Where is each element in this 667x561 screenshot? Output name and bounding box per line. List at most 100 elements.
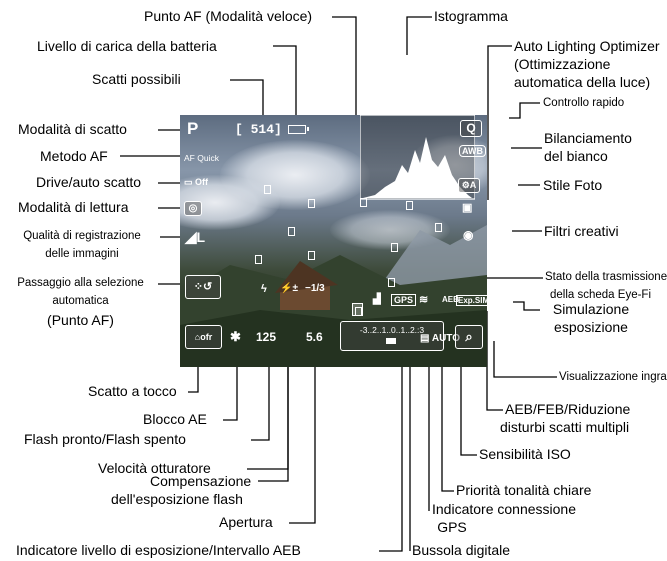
line-batteria [273, 45, 297, 124]
gps-indicator: GPS [391, 294, 417, 306]
label-aeb-2: disturbi scatti multipli [500, 419, 630, 435]
af-method: AF Quick [184, 153, 219, 163]
line-alo [487, 45, 512, 200]
flash-comp-icon: ⚡± [280, 283, 298, 294]
label-comp-1: Compensazione [150, 473, 252, 489]
quality-value: L [196, 229, 206, 245]
label-iso: Sensibilità ISO [479, 446, 571, 462]
magnify-button[interactable]: ⌕ [455, 325, 483, 349]
cloud-shape [180, 175, 280, 230]
label-comp-2: dell'esposizione flash [111, 491, 243, 507]
shutter-speed: 125 [256, 330, 277, 344]
label-passaggio-2: automatica [52, 295, 109, 307]
ae-lock-icon: ✱ [230, 329, 241, 344]
label-alo-3: automatica della luce) [514, 74, 651, 90]
line-apertura [289, 356, 316, 524]
landscape-art [180, 225, 487, 367]
battery-icon [288, 125, 309, 134]
label-bilanciamento-1: Bilanciamento [544, 130, 632, 146]
label-passaggio-1: Passaggio alla selezione [17, 277, 144, 289]
line-blocco-ae [223, 350, 238, 421]
digital-compass-icon: ▟ [373, 294, 381, 305]
label-ingrandita: Visualizzazione ingrandita [559, 371, 667, 383]
label-gps-1: Indicatore connessione [432, 501, 576, 517]
label-simulazione-2: esposizione [554, 319, 628, 335]
line-istogramma [406, 16, 432, 55]
label-batteria: Livello di carica della batteria [37, 38, 217, 54]
label-lettura: Modalità di lettura [18, 199, 129, 215]
flash-ready-icon: ϟ [261, 283, 267, 295]
camera-live-view: P [ 514] AF Quick ▭ Off ◎ ◢L ⁘↺ ⌂ofr ✱ 1… [180, 115, 487, 367]
quick-control-button[interactable]: Q [460, 120, 482, 137]
metering-icon: ◎ [184, 201, 202, 216]
line-aeb [486, 311, 503, 411]
shots-remaining: [ 514] [235, 122, 282, 137]
label-gps-2: GPS [437, 519, 467, 535]
label-eyefi-1: Stato della trasmissione [545, 271, 667, 283]
touch-shutter-button[interactable]: ⌂ofr [185, 325, 222, 349]
histogram [360, 115, 475, 200]
iso-value: ▤ AUTO [420, 333, 461, 344]
label-drive: Drive/auto scatto [36, 174, 142, 190]
aeb-indicator: AEB [442, 295, 459, 304]
af-point [360, 198, 367, 207]
line-controllo-rapido [509, 102, 540, 119]
line-scatti [230, 79, 264, 124]
line-iso [460, 345, 477, 456]
line-priorita [441, 345, 454, 492]
label-modalita-scatto: Modalità di scatto [18, 121, 127, 137]
af-selection-button[interactable]: ⁘↺ [185, 275, 221, 299]
exposure-level-scale: -3..2..1..0..1..2.:3 [340, 321, 444, 351]
label-aeb-1: AEB/FEB/Riduzione [505, 401, 631, 417]
exposure-sim: Exp.SIM [456, 295, 487, 306]
af-point [308, 199, 315, 208]
label-scatto-tocco: Scatto a tocco [88, 383, 177, 399]
flash-comp-value: −1/3 [305, 283, 325, 294]
label-priorita: Priorità tonalità chiare [456, 482, 592, 498]
label-bilanciamento-2: del bianco [544, 148, 608, 164]
shooting-mode: P [187, 119, 199, 138]
label-apertura: Apertura [219, 514, 273, 530]
white-balance: AWB [459, 145, 486, 157]
image-quality: ◢L [185, 229, 206, 246]
label-alo-1: Auto Lighting Optimizer [514, 38, 660, 54]
drive-self-timer-icon: ▭ Off [184, 177, 209, 187]
aperture-value: 5.6 [306, 330, 323, 344]
eyefi-icon: ≋ [419, 294, 429, 306]
label-livello: Indicatore livello di esposizione/Interv… [16, 542, 301, 558]
label-blocco-ae: Blocco AE [143, 411, 207, 427]
label-scatti: Scatti possibili [92, 71, 181, 87]
iso-auto: AUTO [431, 333, 461, 344]
label-metodo-af: Metodo AF [40, 148, 108, 164]
af-point [391, 243, 398, 252]
picture-style: ⚙A [458, 178, 480, 193]
label-eyefi-2: della scheda Eye-Fi [550, 289, 651, 301]
af-point [435, 223, 442, 232]
af-point [255, 255, 262, 264]
self-timer-off: Off [195, 177, 209, 187]
picture-style-value: A [469, 180, 477, 190]
label-alo-2: (Ottimizzazione [514, 56, 611, 72]
af-point [388, 278, 395, 287]
af-point [288, 227, 295, 236]
label-stile-foto: Stile Foto [543, 177, 603, 193]
label-qualita-1: Qualità di registrazione [23, 230, 141, 242]
label-filtri: Filtri creativi [544, 223, 619, 239]
line-ingrandita [493, 341, 557, 378]
af-point [264, 185, 271, 194]
label-simulazione-1: Simulazione [552, 301, 630, 317]
alo-icon: ▣ [462, 202, 473, 214]
line-velocita [247, 356, 289, 470]
label-bussola: Bussola digitale [412, 542, 511, 558]
label-istogramma: Istogramma [434, 8, 508, 24]
af-point [308, 251, 315, 260]
creative-filters-icon: ◉ [463, 228, 474, 242]
line-simulazione [513, 301, 540, 311]
label-qualita-2: delle immagini [45, 248, 119, 260]
af-point-active [352, 303, 363, 316]
af-point [406, 201, 413, 210]
line-livello [379, 356, 403, 552]
label-velocita: Velocità otturatore [98, 460, 211, 476]
label-flash: Flash pronto/Flash spento [24, 431, 186, 447]
label-punto-af: Punto AF (Modalità veloce) [144, 8, 313, 24]
